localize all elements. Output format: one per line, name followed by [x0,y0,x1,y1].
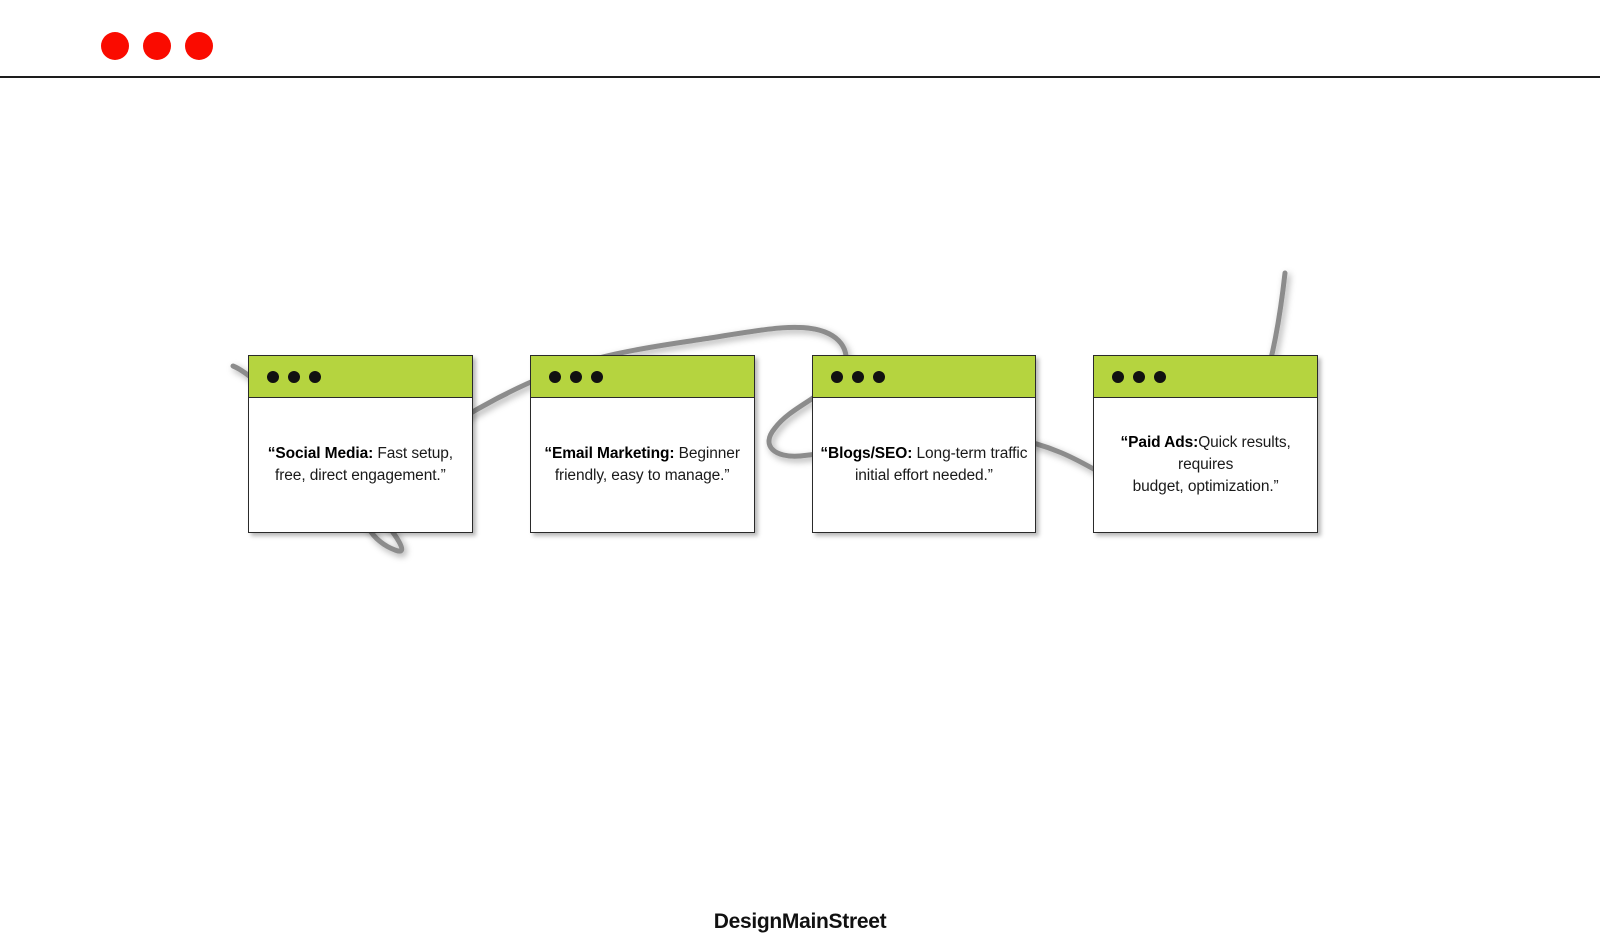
window-dot-red-1-icon[interactable] [101,32,129,60]
card-dot-1-icon [1112,370,1125,383]
card-text-paid-ads: “Paid Ads:Quick results, requires budget… [1098,432,1313,498]
card-blogs-seo[interactable]: “Blogs/SEO: Long-term traffic initial ef… [811,355,1037,533]
card-text-social-media: “Social Media: Fast setup, free, direct … [268,443,453,487]
card-header-blogs-seo [812,356,1036,398]
card-body-social-media: “Social Media: Fast setup, free, direct … [249,398,472,532]
card-title-blogs-seo: “Blogs/SEO: [820,445,913,462]
card-title-paid-ads: “Paid Ads: [1120,434,1199,451]
card-text-email-marketing: “Email Marketing: Beginner friendly, eas… [544,443,740,487]
card-email-marketing[interactable]: “Email Marketing: Beginner friendly, eas… [529,355,755,533]
card-dot-2-icon [1133,370,1146,383]
card-dot-3-icon [590,370,603,383]
card-body-blogs-seo: “Blogs/SEO: Long-term traffic initial ef… [813,398,1036,532]
card-title-social-media: “Social Media: [267,445,374,462]
card-dot-1-icon [548,370,561,383]
card-dot-2-icon [288,370,300,383]
card-paid-ads[interactable]: “Paid Ads:Quick results, requires budget… [1093,355,1318,533]
card-dot-2-icon [569,370,582,383]
window-dot-red-3-icon[interactable] [185,32,213,60]
card-header-paid-ads [1094,356,1317,398]
card-social-media[interactable]: “Social Media: Fast setup, free, direct … [248,355,473,533]
card-body-paid-ads: “Paid Ads:Quick results, requires budget… [1094,398,1317,532]
card-dot-1-icon [267,370,279,383]
slide-canvas: “Social Media: Fast setup, free, direct … [0,78,1600,933]
card-text-blogs-seo: “Blogs/SEO: Long-term traffic initial ef… [820,443,1027,487]
card-dot-1-icon [830,370,843,383]
card-title-email-marketing: “Email Marketing: [544,445,675,462]
header-divider [0,76,1600,78]
window-dot-red-2-icon[interactable] [143,32,171,60]
window-title-bar [0,0,1600,78]
card-header-email-marketing [530,356,754,398]
card-dot-3-icon [1154,370,1167,383]
card-header-social-media [249,356,472,398]
card-dot-3-icon [309,370,321,383]
card-dot-3-icon [872,370,885,383]
card-row: “Social Media: Fast setup, free, direct … [248,355,1318,535]
card-dot-2-icon [851,370,864,383]
card-body-email-marketing: “Email Marketing: Beginner friendly, eas… [531,398,754,532]
window-control-dots [101,32,213,60]
footer-brand: DesignMainStreet [713,910,887,933]
